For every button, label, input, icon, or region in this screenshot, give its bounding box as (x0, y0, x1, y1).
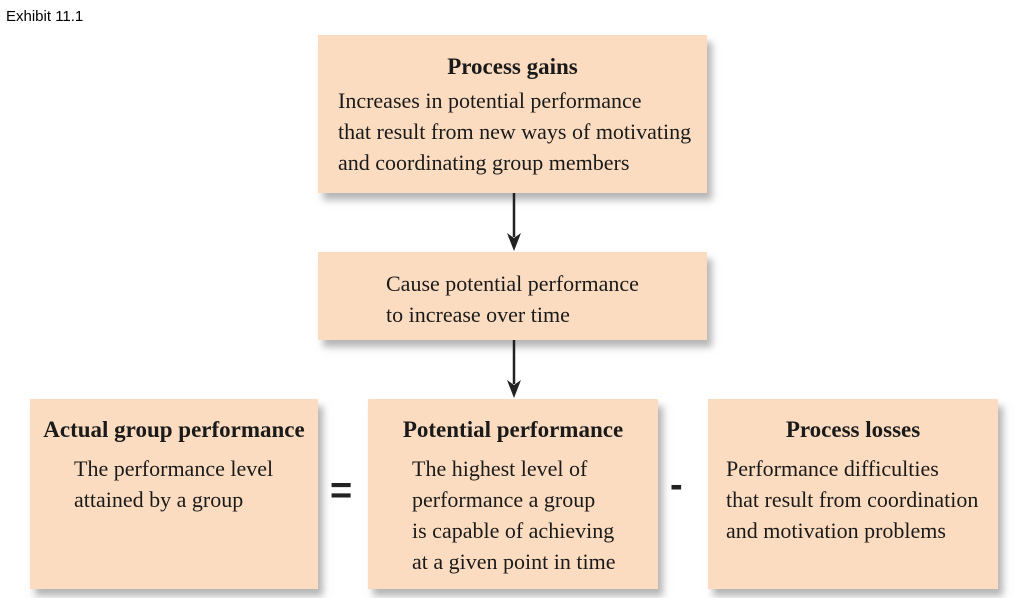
actual-performance-description: The performance level attained by a grou… (74, 453, 318, 515)
potential-performance-line: The highest level of (412, 456, 588, 481)
potential-performance-description: The highest level of performance a group… (412, 453, 658, 577)
actual-performance-title: Actual group performance (43, 417, 305, 442)
actual-performance-line: attained by a group (74, 487, 244, 512)
process-losses-line: Performance difficulties (726, 456, 939, 481)
process-gains-box: Process gains Increases in potential per… (318, 35, 707, 193)
process-gains-line: that result from new ways of motivating (338, 119, 692, 144)
process-losses-description: Performance difficulties that result fro… (726, 453, 998, 546)
potential-performance-line: performance a group (412, 487, 596, 512)
process-losses-line: and motivation problems (726, 518, 946, 543)
potential-performance-box: Potential performance The highest level … (368, 399, 658, 589)
cause-line: Cause potential performance (386, 271, 639, 296)
cause-description: Cause potential performance to increase … (386, 268, 707, 330)
actual-performance-line: The performance level (74, 456, 274, 481)
process-gains-line: and coordinating group members (338, 150, 630, 175)
process-losses-line: that result from coordination (726, 487, 979, 512)
process-losses-box: Process losses Performance difficulties … (708, 399, 998, 589)
potential-performance-title: Potential performance (402, 417, 624, 442)
arrow-down-icon (507, 193, 521, 251)
arrow-down-icon (507, 340, 521, 398)
process-losses-title: Process losses (785, 417, 921, 442)
potential-performance-line: at a given point in time (412, 549, 616, 574)
equals-sign: = (330, 470, 353, 512)
cause-box: Cause potential performance to increase … (318, 252, 707, 340)
actual-performance-box: Actual group performance The performance… (30, 399, 318, 589)
exhibit-label: Exhibit 11.1 (6, 8, 84, 25)
process-gains-title: Process gains (447, 54, 578, 79)
minus-sign: - (670, 464, 683, 506)
process-gains-line: Increases in potential performance (338, 88, 642, 113)
potential-performance-line: is capable of achieving (412, 518, 615, 543)
process-gains-description: Increases in potential performance that … (338, 85, 707, 178)
cause-line: to increase over time (386, 302, 570, 327)
